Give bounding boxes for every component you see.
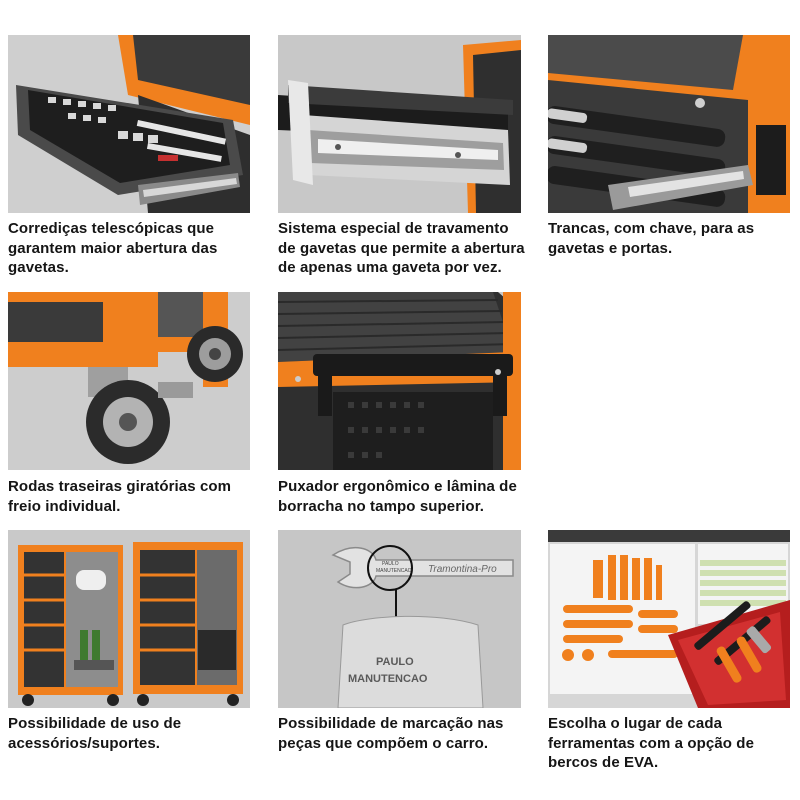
- engrave-large-line1: PAULO: [376, 656, 414, 668]
- feature-image-swivel-wheels: [8, 292, 250, 470]
- drawer-open-illustration: [8, 35, 250, 213]
- feature-image-accessories: [8, 530, 250, 708]
- drawer-slide-illustration: [278, 35, 521, 213]
- feature-image-ergonomic-handle: [278, 292, 521, 470]
- feature-image-eva-foam: [548, 530, 790, 708]
- feature-image-engraving: Tramontina-Pro PAULO MANUTENCAO PAULO MA…: [278, 530, 521, 708]
- wrench-brand-text: Tramontina-Pro: [428, 564, 497, 575]
- handle-illustration: [278, 292, 521, 470]
- lock-illustration: [548, 35, 790, 213]
- feature-image-drawer-lock-system: [278, 35, 521, 213]
- caster-wheel-illustration: [8, 292, 250, 470]
- engraved-wrench-illustration: Tramontina-Pro PAULO MANUTENCAO PAULO MA…: [278, 530, 521, 708]
- engrave-small-line1: PAULO: [382, 561, 399, 567]
- feature-image-telescopic-slides: [8, 35, 250, 213]
- feature-image-key-locks: [548, 35, 790, 213]
- engrave-small-line2: MANUTENCAO: [376, 568, 412, 574]
- engrave-large-line2: MANUTENCAO: [348, 673, 428, 685]
- eva-foam-illustration: [548, 530, 790, 708]
- cart-accessories-illustration: [8, 530, 250, 708]
